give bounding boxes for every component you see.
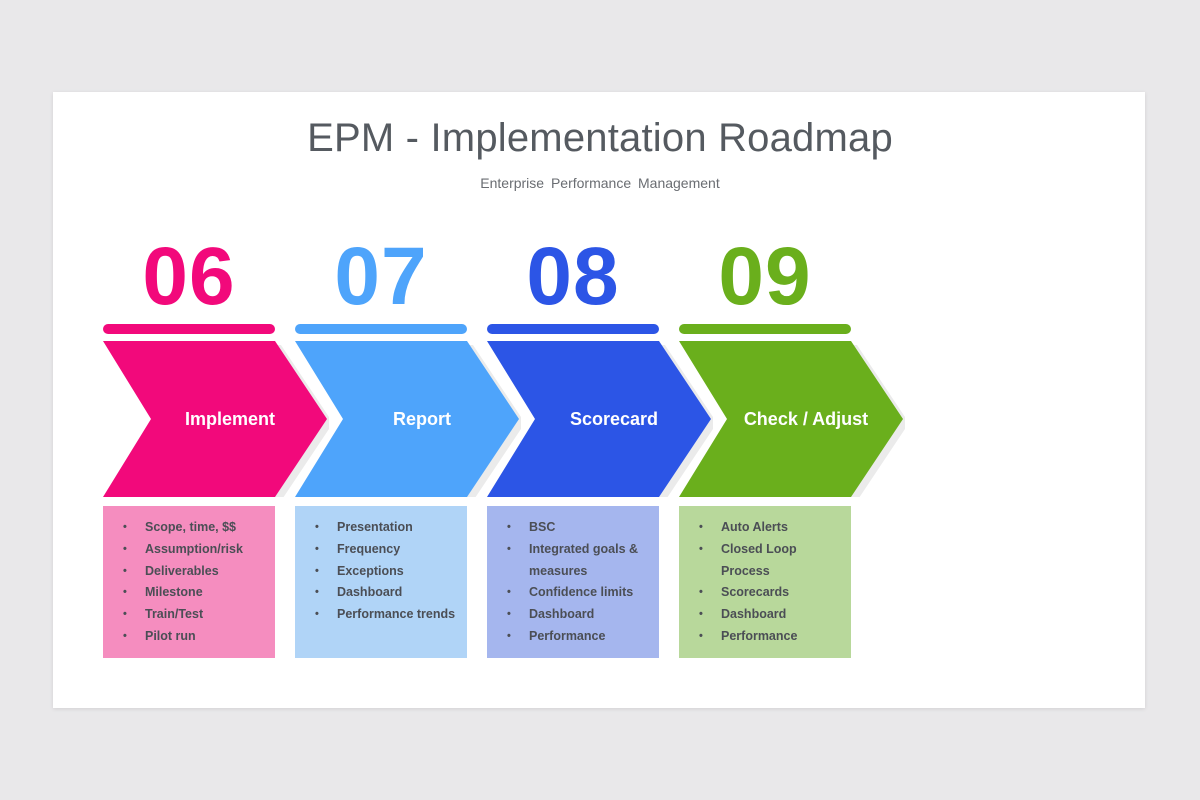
chevron-arrow-shape (295, 341, 521, 497)
step-details-implement: Scope, time, $$ Assumption/risk Delivera… (103, 506, 275, 658)
step-label-check-adjust: Check / Adjust (743, 408, 869, 429)
bullet-item: Confidence limits (505, 582, 653, 604)
step-chevron-scorecard: Scorecard (487, 341, 713, 497)
step-details-scorecard: BSC Integrated goals & measures Confiden… (487, 506, 659, 658)
bullet-item: Presentation (313, 517, 461, 539)
bullet-list: Auto Alerts Closed Loop Process Scorecar… (697, 517, 845, 648)
bullet-item: Dashboard (697, 604, 845, 626)
step-chevron-check-adjust: Check / Adjust (679, 341, 905, 497)
slide-subtitle: Enterprise Performance Management (480, 175, 720, 191)
step-number-06: 06 (142, 231, 236, 322)
step-bar-08 (487, 324, 659, 334)
bullet-item: Assumption/risk (121, 539, 269, 561)
step-chevron-report: Report (295, 341, 521, 497)
bullet-list: Presentation Frequency Exceptions Dashbo… (313, 517, 461, 626)
bullet-item: Performance (697, 626, 845, 648)
bullet-item: Scorecards (697, 582, 845, 604)
bullet-item: Train/Test (121, 604, 269, 626)
chevron-arrow-shape (103, 341, 329, 497)
bullet-item: Auto Alerts (697, 517, 845, 539)
chevron-arrow-shape (487, 341, 713, 497)
bullet-item: Pilot run (121, 626, 269, 648)
step-details-report: Presentation Frequency Exceptions Dashbo… (295, 506, 467, 658)
step-bar-06 (103, 324, 275, 334)
step-label-scorecard: Scorecard (569, 408, 659, 429)
bullet-list: Scope, time, $$ Assumption/risk Delivera… (121, 517, 269, 648)
bullet-item: Deliverables (121, 561, 269, 583)
step-details-check-adjust: Auto Alerts Closed Loop Process Scorecar… (679, 506, 851, 658)
bullet-item: Exceptions (313, 561, 461, 583)
step-number-08: 08 (526, 231, 620, 322)
bullet-item: Dashboard (505, 604, 653, 626)
step-bar-09 (679, 324, 851, 334)
step-bar-07 (295, 324, 467, 334)
bullet-item: Performance (505, 626, 653, 648)
bullet-list: BSC Integrated goals & measures Confiden… (505, 517, 653, 648)
bullet-item: Closed Loop Process (697, 539, 845, 583)
bullet-item: Performance trends (313, 604, 461, 626)
step-chevron-implement: Implement (103, 341, 329, 497)
slide-title: EPM - Implementation Roadmap (307, 116, 893, 160)
step-label-implement: Implement (184, 408, 276, 429)
step-number-09: 09 (718, 231, 812, 322)
bullet-item: Milestone (121, 582, 269, 604)
bullet-item: Frequency (313, 539, 461, 561)
bullet-item: Integrated goals & measures (505, 539, 653, 583)
chevron-arrow-shape (679, 341, 905, 497)
bullet-item: Scope, time, $$ (121, 517, 269, 539)
step-label-report: Report (393, 408, 451, 429)
step-number-07: 07 (334, 231, 428, 322)
bullet-item: BSC (505, 517, 653, 539)
bullet-item: Dashboard (313, 582, 461, 604)
